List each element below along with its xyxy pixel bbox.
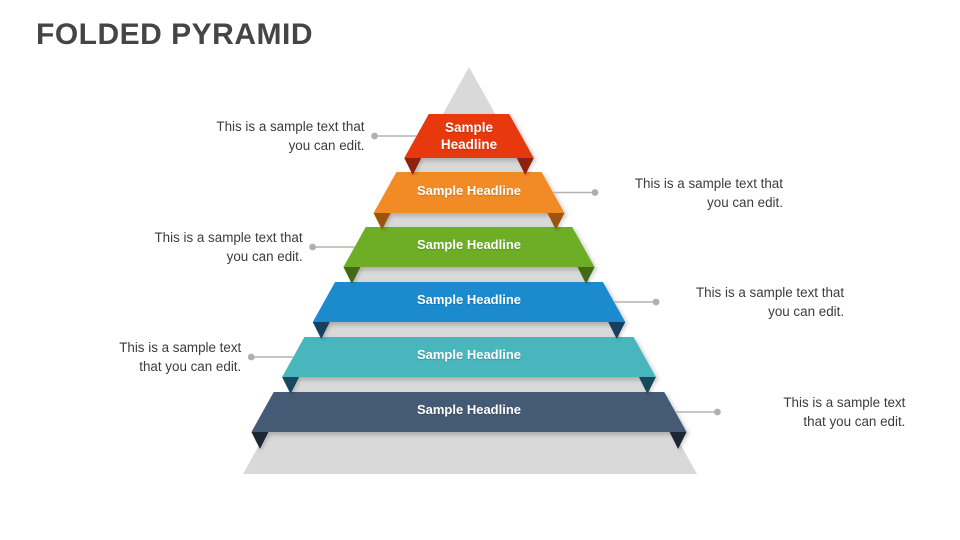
callout-text-3: This is a sample text that you can edit. — [154, 230, 303, 265]
fold-corner-left — [312, 322, 330, 339]
fold-corner-left — [282, 377, 300, 394]
callout-text-6: This is a sample text that you can edit. — [783, 395, 906, 430]
fold-corner-right — [669, 432, 687, 449]
connector-dot — [591, 189, 599, 196]
pyramid-band-1[interactable] — [404, 114, 534, 175]
pyramid-band-5[interactable] — [282, 337, 656, 394]
connector-dot — [714, 408, 721, 416]
fold-corner-left — [373, 213, 391, 230]
connector-dot — [247, 353, 255, 361]
band-shape — [404, 114, 534, 158]
callout-text-5: This is a sample text that you can edit. — [119, 340, 242, 375]
fold-corner-left — [251, 432, 269, 449]
fold-corner-right — [608, 322, 626, 339]
pyramid-band-3[interactable] — [343, 227, 595, 284]
fold-corner-right — [577, 267, 595, 284]
band-headline-4: Sample Headline — [416, 292, 522, 307]
fold-corner-right — [547, 213, 565, 230]
callout-text-1: This is a sample text that you can edit. — [216, 119, 365, 154]
band-shape — [343, 227, 595, 267]
connector-dot — [371, 132, 378, 140]
callout-text-4: This is a sample text that you can edit. — [695, 285, 845, 320]
fold-corner-left — [404, 158, 422, 175]
band-shape — [373, 172, 565, 213]
fold-corner-right — [516, 158, 534, 175]
pyramid-band-4[interactable] — [312, 282, 626, 339]
pyramid-band-2[interactable] — [373, 172, 565, 230]
band-headline-1: Sample Headline — [440, 120, 498, 152]
band-headline-3: Sample Headline — [416, 237, 522, 252]
callout-connectors — [247, 132, 721, 416]
connector-dot — [309, 243, 317, 251]
band-headline-6: Sample Headline — [416, 402, 522, 417]
band-shape — [312, 282, 626, 322]
band-headline-5: Sample Headline — [416, 347, 522, 362]
fold-corner-left — [343, 267, 361, 284]
band-headline-2: Sample Headline — [416, 182, 522, 198]
band-shape — [282, 337, 656, 377]
page-title: FOLDED PYRAMID — [36, 18, 313, 51]
fold-corner-right — [638, 377, 656, 394]
callout-text-2: This is a sample text that you can edit. — [634, 175, 783, 210]
pyramid-bands — [251, 114, 687, 449]
pyramid-band-6[interactable] — [251, 392, 687, 449]
connector-dot — [652, 298, 660, 306]
band-shape — [251, 392, 687, 432]
